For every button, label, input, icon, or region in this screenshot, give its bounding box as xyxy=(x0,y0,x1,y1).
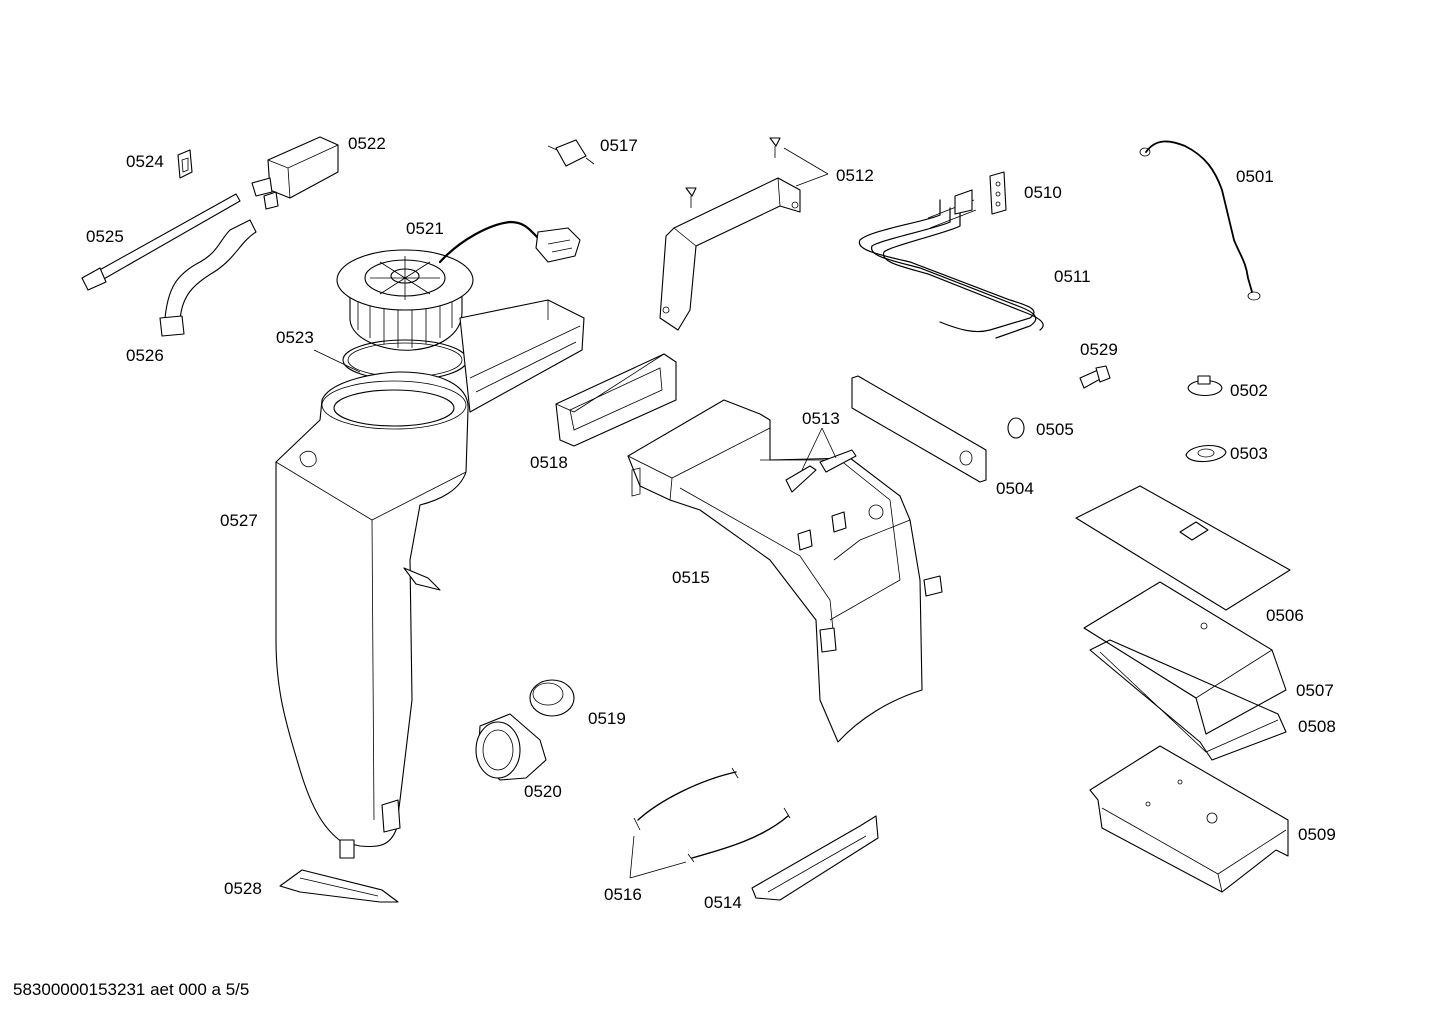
label-0527[interactable]: 0527 xyxy=(220,511,258,530)
label-0508[interactable]: 0508 xyxy=(1298,717,1336,736)
label-0525[interactable]: 0525 xyxy=(86,227,124,246)
part-0512-bracket[interactable] xyxy=(659,137,829,331)
part-labels: 0524 0522 0525 0526 0521 0523 0527 0528 … xyxy=(86,134,1336,912)
part-0507-tray[interactable] xyxy=(1083,581,1287,735)
label-0529[interactable]: 0529 xyxy=(1080,340,1118,359)
document-code: 58300000153231 aet 000 a 5/5 xyxy=(13,980,250,999)
part-0514-bracket[interactable] xyxy=(751,815,879,901)
part-0517-capacitor[interactable] xyxy=(547,139,595,167)
part-0508-frame[interactable] xyxy=(1089,639,1287,761)
label-0521[interactable]: 0521 xyxy=(406,219,444,238)
part-0521-fan-motor[interactable] xyxy=(336,220,581,351)
label-0509[interactable]: 0509 xyxy=(1298,825,1336,844)
label-0511[interactable]: 0511 xyxy=(1054,267,1091,286)
label-0507[interactable]: 0507 xyxy=(1296,681,1334,700)
label-0519[interactable]: 0519 xyxy=(588,709,626,728)
label-0522[interactable]: 0522 xyxy=(348,134,386,153)
label-0516[interactable]: 0516 xyxy=(604,885,642,904)
part-0501-sensor-wire[interactable] xyxy=(1139,140,1261,301)
part-0519-seal[interactable] xyxy=(529,679,575,717)
part-0509-cover[interactable] xyxy=(1089,745,1289,893)
label-0502[interactable]: 0502 xyxy=(1230,381,1268,400)
part-0506-lid[interactable] xyxy=(1075,485,1291,611)
air-duct xyxy=(459,299,585,413)
label-0523[interactable]: 0523 xyxy=(276,328,314,347)
part-0529-bolt[interactable] xyxy=(1079,365,1111,389)
label-0503[interactable]: 0503 xyxy=(1230,444,1268,463)
label-0504[interactable]: 0504 xyxy=(996,479,1034,498)
label-0524[interactable]: 0524 xyxy=(126,152,164,171)
part-0511-heating-element[interactable] xyxy=(858,189,1044,339)
label-0506[interactable]: 0506 xyxy=(1266,606,1304,625)
part-0516-springs[interactable] xyxy=(629,767,791,879)
part-0522-connector-box[interactable] xyxy=(251,136,339,210)
label-0505[interactable]: 0505 xyxy=(1036,420,1074,439)
label-0520[interactable]: 0520 xyxy=(524,782,562,801)
part-0520-coupling[interactable] xyxy=(475,713,547,781)
label-0512[interactable]: 0512 xyxy=(836,166,874,185)
part-0513-clips[interactable] xyxy=(785,427,857,493)
part-0502-thermostat[interactable] xyxy=(1187,375,1223,397)
label-0515[interactable]: 0515 xyxy=(672,568,710,587)
part-0518-filter[interactable] xyxy=(555,353,677,447)
part-0526-hose[interactable] xyxy=(159,219,257,337)
label-0528[interactable]: 0528 xyxy=(224,879,262,898)
part-0525-rod[interactable] xyxy=(81,193,241,291)
label-0514[interactable]: 0514 xyxy=(704,893,742,912)
label-0517[interactable]: 0517 xyxy=(600,136,638,155)
label-0501[interactable]: 0501 xyxy=(1236,167,1274,186)
part-0505-ring[interactable] xyxy=(1007,417,1025,439)
label-0513[interactable]: 0513 xyxy=(802,409,840,428)
label-0510[interactable]: 0510 xyxy=(1024,183,1062,202)
part-0528-bracket[interactable] xyxy=(279,869,399,903)
part-0503-gasket[interactable] xyxy=(1185,445,1227,463)
part-0504-strip[interactable] xyxy=(851,375,987,483)
label-0518[interactable]: 0518 xyxy=(530,453,568,472)
part-0510-terminal-plate[interactable] xyxy=(989,171,1007,215)
leader-0523 xyxy=(313,349,361,373)
part-0524-clip[interactable] xyxy=(177,149,193,179)
label-0526[interactable]: 0526 xyxy=(126,346,164,365)
part-0527-housing[interactable] xyxy=(275,371,469,859)
